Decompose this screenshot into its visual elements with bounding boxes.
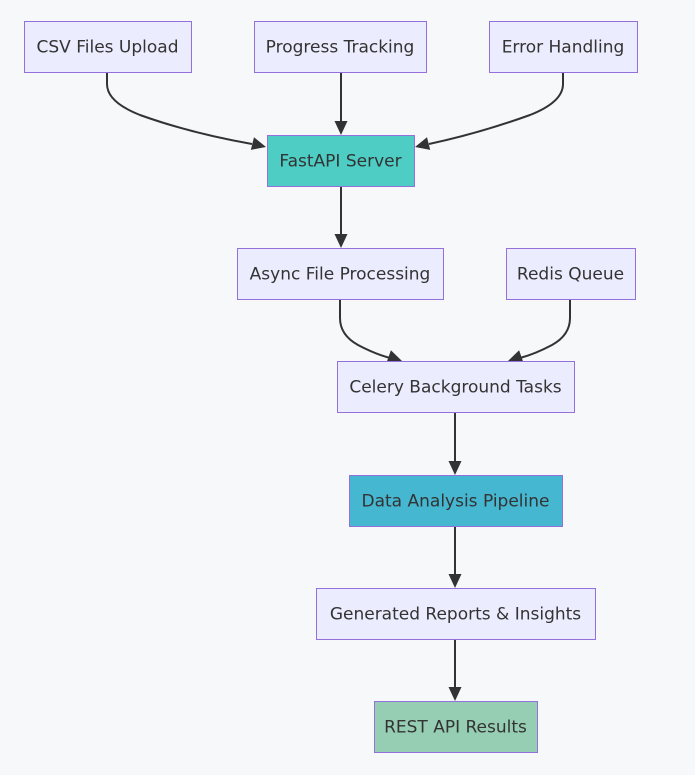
edge-csv-fastapi [106, 72, 266, 150]
node-label: Data Analysis Pipeline [362, 492, 550, 512]
node-rest: REST API Results [374, 701, 538, 753]
edge-error-fastapi [415, 72, 564, 150]
node-label: FastAPI Server [279, 152, 401, 172]
nodes-layer: CSV Files Upload Progress Tracking Error H… [24, 21, 638, 753]
edge-fastapi-async [334, 186, 348, 248]
edge-async-celery [339, 299, 402, 363]
node-progress: Progress Tracking [254, 21, 427, 73]
edge-progress-fastapi [334, 72, 348, 135]
node-celery: Celery Background Tasks [337, 361, 575, 413]
node-async: Async File Processing [237, 248, 444, 300]
node-reports: Generated Reports & Insights [316, 588, 596, 640]
arrowhead [334, 234, 348, 248]
node-fastapi: FastAPI Server [267, 135, 415, 187]
arrowhead [448, 687, 462, 701]
node-box [24, 21, 192, 73]
edge-pipeline-reports [448, 526, 462, 588]
arrowhead [415, 137, 431, 150]
node-box [506, 248, 636, 300]
edge-line [428, 72, 564, 145]
node-label: Error Handling [502, 38, 625, 58]
arrowhead [508, 350, 524, 363]
node-box [316, 588, 596, 640]
node-error: Error Handling [489, 21, 638, 73]
edge-celery-pipeline [448, 412, 462, 475]
edge-reports-rest [448, 639, 462, 701]
node-label: Celery Background Tasks [349, 378, 561, 398]
arrowhead [448, 461, 462, 475]
node-box [237, 248, 444, 300]
node-label: REST API Results [384, 718, 527, 738]
edge-line [519, 299, 571, 359]
node-label: Redis Queue [517, 265, 624, 285]
arrowhead [334, 121, 348, 135]
node-box [254, 21, 427, 73]
node-label: Generated Reports & Insights [330, 605, 581, 625]
node-box [267, 135, 415, 187]
arrowhead [386, 350, 402, 363]
edge-line [106, 72, 253, 145]
node-label: Async File Processing [250, 265, 431, 285]
node-box [374, 701, 538, 753]
node-label: CSV Files Upload [37, 38, 179, 58]
arrowhead [448, 574, 462, 588]
node-box [489, 21, 638, 73]
node-box [349, 475, 563, 527]
node-redis: Redis Queue [506, 248, 636, 300]
node-csv: CSV Files Upload [24, 21, 192, 73]
edge-line [339, 299, 391, 359]
node-pipeline: Data Analysis Pipeline [349, 475, 563, 527]
node-label: Progress Tracking [266, 38, 415, 58]
edges-layer [106, 72, 571, 701]
edge-redis-celery [508, 299, 571, 363]
node-box [337, 361, 575, 413]
arrowhead [250, 137, 266, 150]
